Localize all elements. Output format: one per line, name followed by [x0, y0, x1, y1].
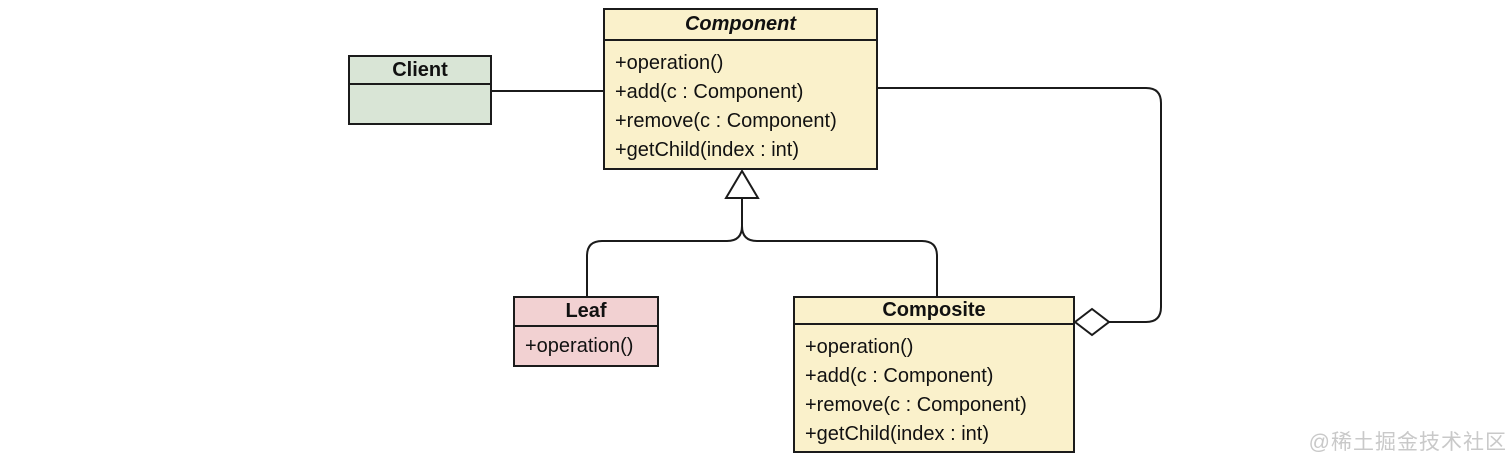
class-body-client: [350, 85, 490, 123]
generalization-line-leaf-component: [586, 198, 743, 296]
method-line: +getChild(index : int): [615, 139, 799, 161]
watermark-text: @稀土掘金技术社区: [1308, 431, 1507, 454]
class-box-component: Component +operation() +add(c : Componen…: [603, 8, 878, 170]
method-line: +operation(): [525, 334, 634, 357]
class-title-component: Component: [605, 10, 876, 41]
method-line: +getChild(index : int): [805, 423, 989, 445]
method-line: +add(c : Component): [615, 81, 804, 103]
generalization-line-composite-component: [741, 198, 938, 296]
aggregation-line-component-composite: [878, 87, 1162, 323]
method-line: +operation(): [615, 52, 724, 74]
class-title-leaf: Leaf: [515, 298, 657, 327]
class-box-leaf: Leaf +operation(): [513, 296, 659, 367]
aggregation-diamond-icon: [1073, 307, 1111, 337]
generalization-triangle-icon: [724, 169, 760, 199]
class-body-component: +operation() +add(c : Component) +remove…: [605, 41, 876, 165]
method-line: +remove(c : Component): [805, 394, 1027, 416]
class-title-client: Client: [350, 57, 490, 85]
method-line: +operation(): [805, 336, 914, 358]
class-body-leaf: +operation(): [515, 327, 657, 365]
class-box-client: Client: [348, 55, 492, 125]
method-line: +remove(c : Component): [615, 110, 837, 132]
class-title-composite: Composite: [795, 298, 1073, 325]
class-body-composite: +operation() +add(c : Component) +remove…: [795, 325, 1073, 449]
method-line: +add(c : Component): [805, 365, 994, 387]
class-box-composite: Composite +operation() +add(c : Componen…: [793, 296, 1075, 453]
